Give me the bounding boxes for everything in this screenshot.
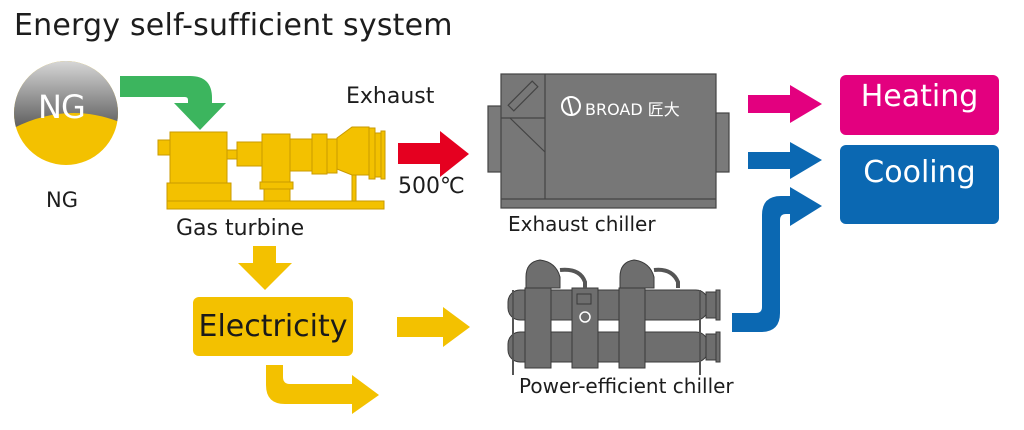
- electricity-label: Electricity: [198, 309, 348, 344]
- cooling-flow-arrow: [748, 142, 822, 179]
- chiller-logo-icon: [579, 311, 591, 323]
- exhaust-chiller-icon: [487, 73, 730, 209]
- heating-box: Heating: [840, 75, 999, 135]
- ng-badge: NG: [38, 88, 86, 126]
- power-chiller-label: Power-efficient chiller: [519, 374, 734, 398]
- gas-turbine-icon: [157, 126, 386, 210]
- power-chiller-icon: [507, 259, 721, 375]
- temperature-label: 500℃: [398, 174, 465, 199]
- cooling-box: Cooling: [840, 145, 999, 224]
- diagram-title: Energy self-sufficient system: [14, 8, 453, 43]
- gas-turbine-label: Gas turbine: [176, 216, 305, 241]
- turbine-to-electricity-arrow: [238, 246, 292, 290]
- cooling-label: Cooling: [863, 155, 976, 190]
- exhaust-flow-arrow: [398, 131, 469, 177]
- electricity-box: Electricity: [193, 297, 353, 356]
- brand-label: BROAD 匠大: [585, 100, 680, 119]
- broad-logo-icon: [561, 96, 581, 116]
- electricity-other-arrow: [266, 365, 379, 414]
- ng-icon: [14, 61, 118, 165]
- exhaust-label: Exhaust: [346, 84, 435, 109]
- ng-label: NG: [46, 188, 78, 212]
- fuel-flow-arrow: [120, 76, 226, 130]
- exhaust-chiller-label: Exhaust chiller: [508, 212, 656, 236]
- heating-flow-arrow: [748, 85, 822, 123]
- electricity-to-chiller-arrow: [397, 307, 470, 347]
- chiller-to-cooling-arrow: [732, 187, 822, 332]
- heating-label: Heating: [860, 79, 979, 114]
